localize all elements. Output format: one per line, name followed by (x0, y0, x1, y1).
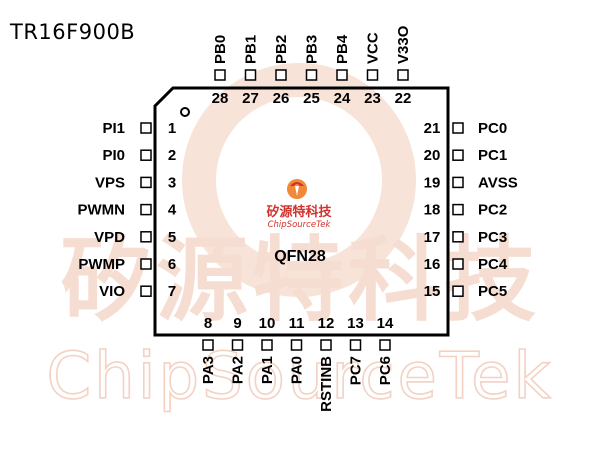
pin-number-24: 24 (334, 90, 351, 107)
pin-name-pb0: PB0 (212, 35, 229, 64)
pin-number-2: 2 (168, 147, 176, 164)
pin-pad-2 (140, 149, 152, 161)
pin-name-pa3: PA3 (200, 356, 217, 384)
pin-number-4: 4 (168, 202, 177, 219)
pin-number-11: 11 (289, 315, 305, 332)
pin-pad-27 (244, 69, 257, 81)
pin-number-5: 5 (168, 229, 176, 246)
pin-number-10: 10 (259, 315, 276, 332)
pin-number-28: 28 (212, 90, 229, 107)
pin-number-16: 16 (424, 256, 441, 273)
pin-name-avss: AVSS (478, 174, 518, 191)
pin-number-18: 18 (424, 202, 441, 219)
pin-number-15: 15 (424, 283, 441, 300)
pin-name-pb3: PB3 (304, 35, 321, 64)
pin-pad-3 (140, 176, 152, 189)
pin-name-vcc: VCC (365, 32, 382, 64)
pin-number-3: 3 (168, 174, 176, 191)
pin-pad-1 (140, 122, 152, 134)
pin-pad-26 (275, 69, 287, 81)
pin-name-pa1: PA1 (259, 356, 276, 384)
pin-name-vpd: VPD (94, 229, 125, 246)
pin-pad-11 (290, 339, 303, 351)
pin-number-25: 25 (303, 90, 320, 107)
pin-pad-5 (140, 231, 152, 243)
pin-pad-28 (214, 69, 226, 81)
pin-number-22: 22 (395, 90, 412, 107)
pin-pad-9 (231, 339, 244, 351)
pin-number-8: 8 (204, 315, 212, 332)
svg-text:矽源特科技: 矽源特科技 (60, 227, 540, 334)
chip-title: TR16F900B (10, 20, 136, 44)
pin-name-pa0: PA0 (289, 356, 306, 384)
pin-name-pc4: PC4 (478, 256, 508, 273)
pin-pad-24 (336, 69, 348, 81)
pin-name-pc2: PC2 (478, 202, 507, 219)
pin-name-pi0: PI0 (102, 147, 125, 164)
pin-pad-4 (140, 203, 152, 216)
pin-pad-20 (452, 149, 464, 161)
pin-name-pc6: PC6 (377, 356, 394, 385)
pin-pad-6 (140, 258, 152, 270)
pin-pad-22 (397, 69, 409, 81)
svg-text:ChipSourceTek: ChipSourceTek (46, 340, 553, 414)
pin-number-27: 27 (242, 90, 259, 107)
pin-name-pa2: PA2 (230, 356, 247, 384)
pin-pad-16 (452, 258, 464, 270)
chipsourcetek-logo: 矽源特科技 ChipSourceTek (266, 179, 332, 230)
pin-number-7: 7 (168, 283, 176, 300)
pin-number-26: 26 (273, 90, 290, 107)
pin-name-pc7: PC7 (348, 356, 365, 385)
pin-number-19: 19 (424, 174, 441, 191)
pin-number-9: 9 (233, 315, 241, 332)
pin-pad-12 (320, 339, 332, 351)
pin-name-pc1: PC1 (478, 147, 507, 164)
pin-pad-17 (452, 231, 464, 243)
pin-name-pb2: PB2 (273, 35, 290, 64)
pin-pad-8 (202, 339, 214, 351)
svg-text:矽源特科技: 矽源特科技 (266, 204, 332, 220)
pin-pad-18 (452, 203, 464, 216)
pin-pad-15 (452, 285, 464, 297)
pin-pad-23 (366, 69, 379, 81)
pin-number-20: 20 (424, 147, 441, 164)
pin-name-pc0: PC0 (478, 120, 507, 137)
pin-name-pi1: PI1 (102, 120, 125, 137)
pin-name-rstinb: RSTINB (318, 356, 335, 412)
pin-pad-21 (452, 122, 464, 134)
pin-pad-13 (349, 339, 362, 351)
pin1-marker (180, 107, 190, 117)
pin-pad-19 (452, 176, 464, 189)
svg-text:ChipSourceTek: ChipSourceTek (268, 220, 332, 230)
package-label: QFN28 (274, 248, 326, 265)
pin-number-13: 13 (347, 315, 364, 332)
pin-number-23: 23 (364, 90, 381, 107)
pin-name-pb4: PB4 (334, 34, 351, 64)
pin-number-21: 21 (424, 120, 441, 137)
pin-name-vps: VPS (95, 174, 125, 191)
pin-name-pwmp: PWMP (78, 256, 125, 273)
pin-pad-7 (140, 285, 152, 297)
pin-name-pc5: PC5 (478, 283, 507, 300)
pin-pad-14 (379, 339, 391, 351)
pin-name-v33o: V33O (395, 25, 412, 64)
pin-number-1: 1 (168, 120, 176, 137)
pin-name-vio: VIO (99, 283, 125, 300)
watermark: 矽源特科技 ChipSourceTek (46, 63, 553, 415)
pin-name-pc3: PC3 (478, 229, 507, 246)
package-outline (153, 86, 450, 337)
pin-name-pwmn: PWMN (78, 202, 126, 219)
pin-pad-10 (261, 339, 273, 351)
pin-name-pb1: PB1 (243, 35, 260, 64)
pin-number-6: 6 (168, 256, 176, 273)
pin-number-14: 14 (377, 315, 394, 332)
pin-pad-25 (305, 69, 318, 81)
pin-number-12: 12 (318, 315, 335, 332)
pin-number-17: 17 (424, 229, 441, 246)
